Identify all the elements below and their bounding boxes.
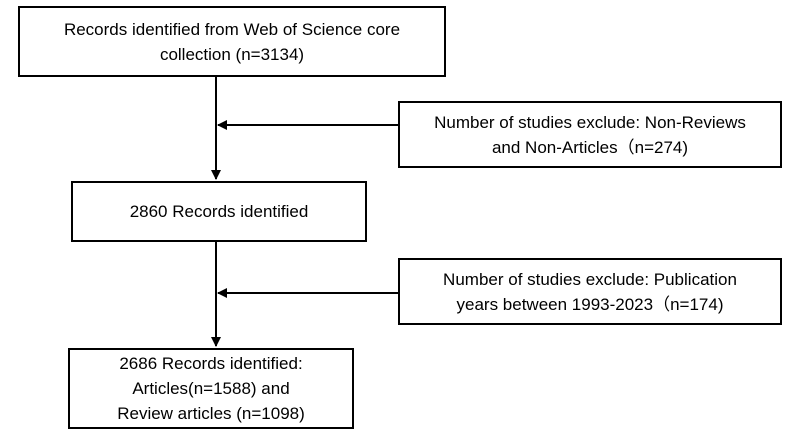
records-identified-line-1: Records identified from Web of Science c… [63,19,401,39]
records-2860-box: 2860 Records identified [71,181,367,242]
final-records-line-3: Review articles (n=1098) [117,404,305,423]
records-identified-line-2: collection (n=3134) [159,44,305,64]
records-identified-box: Records identified from Web of Science c… [18,6,446,77]
exclude-publication-years-box: Number of studies exclude: Publication y… [398,258,782,325]
records-2860-line-1: 2860 Records identified [129,202,309,221]
exclude-non-reviews-line-2: and Non-Articles（n=274) [491,137,689,157]
final-records-line-2: Articles(n=1588) and [132,379,290,398]
exclude-non-reviews-line-1: Number of studies exclude: Non-Reviews [434,112,746,132]
exclude-non-reviews-box: Number of studies exclude: Non-Reviews a… [398,101,782,168]
final-records-box: 2686 Records identified: Articles(n=1588… [68,348,354,429]
exclude-years-line-2: years between 1993-2023（n=174) [456,294,724,314]
exclude-years-line-1: Number of studies exclude: Publication [443,269,737,289]
final-records-line-1: 2686 Records identified: [119,354,303,373]
